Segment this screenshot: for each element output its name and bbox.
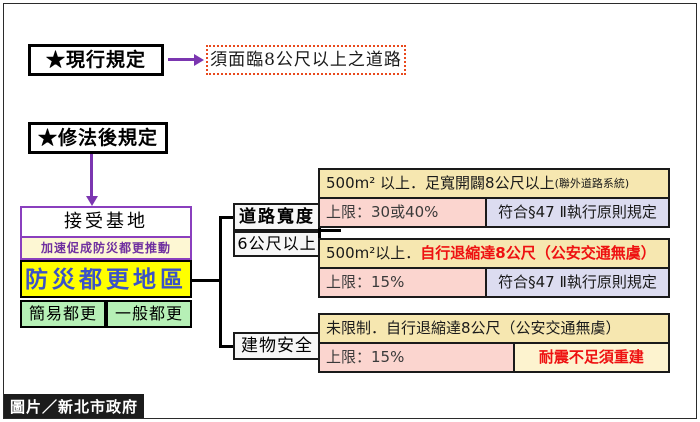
info-group-2-rule-text: 符合§47 Ⅱ執行原則規定 [498,273,657,291]
disaster-renewal-zone: 防災都更地區 [20,260,192,298]
info-group-1-top-paren: (聯外道路系統) [554,177,630,190]
arrow-current-rule [194,53,204,66]
info-group-2-bottom-row: 上限：15% 符合§47 Ⅱ執行原則規定 [320,269,668,296]
info-group-1-bottom-row: 上限：30或40% 符合§47 Ⅱ執行原則規定 [320,199,668,226]
info-group-3-rebuild: 耐震不足須重建 [514,344,668,371]
receiving-site-note: 加速促成防災都更推動 [20,238,192,260]
info-group-2-rule: 符合§47 Ⅱ執行原則規定 [487,269,668,296]
info-group-3-top-cell: 未限制．自行退縮達8公尺（公安交通無虞） [320,315,668,342]
receiving-site-title: 接受基地 [20,206,192,238]
info-group-1-top-cell: 500m² 以上．足寬開闢8公尺以上(聯外道路系統) [320,170,668,197]
info-group-3-bottom-row: 上限：15% 耐震不足須重建 [320,344,668,371]
tree-spine [219,216,222,348]
info-group-1-limit: 上限：30或40% [320,199,488,226]
current-rule-header: ★現行規定 [28,44,164,76]
criteria-value-road-width-text: 6公尺以上 [237,234,317,253]
criteria-label-building-safety-text: 建物安全 [241,335,313,356]
criteria-value-road-width: 6公尺以上 [233,231,321,257]
connector-road-split [318,196,321,264]
criteria-label-road-width-text: 道路寬度 [239,206,315,227]
info-group-1-top-text: 500m² 以上．足寬開闢8公尺以上 [326,174,555,192]
connector-road-to-info [321,229,341,232]
connector-amended-rule [90,154,93,200]
info-group-2-limit: 上限：15% [320,269,488,296]
info-group-2-top-highlight: 自行退縮達8公尺（公安交通無虞） [420,244,656,262]
current-rule-detail-label: 須面臨8公尺以上之道路 [210,49,402,70]
info-group-2-limit-text: 上限：15% [326,273,405,291]
tree-stub-from-zone [192,279,222,282]
info-group-3-top-text: 未限制．自行退縮達8公尺（公安交通無虞） [326,319,621,337]
info-group-3-rebuild-text: 耐震不足須重建 [538,348,644,366]
receiving-site-title-label: 接受基地 [64,211,148,232]
image-credit: 圖片／新北市政府 [4,394,145,418]
renewal-option-simple-label: 簡易都更 [28,304,97,323]
renewal-option-simple: 簡易都更 [20,300,106,328]
info-group-2-top-text: 500m²以上． [326,244,421,262]
image-credit-label: 圖片／新北市政府 [10,397,139,416]
current-rule-header-label: ★現行規定 [45,48,146,71]
criteria-label-building-safety: 建物安全 [233,332,321,360]
amended-rule-header-label: ★修法後規定 [37,126,158,149]
info-group-building-safety: 未限制．自行退縮達8公尺（公安交通無虞） 上限：15% 耐震不足須重建 [318,313,670,373]
renewal-option-general-label: 一般都更 [114,304,183,323]
disaster-renewal-zone-label: 防災都更地區 [25,265,187,293]
info-group-1-rule-text: 符合§47 Ⅱ執行原則規定 [498,203,657,221]
info-group-1-limit-text: 上限：30或40% [326,203,439,221]
info-group-1-top-row: 500m² 以上．足寬開闢8公尺以上(聯外道路系統) [320,170,668,199]
criteria-label-road-width: 道路寬度 [233,203,321,231]
info-group-3-limit: 上限：15% [320,344,515,371]
tree-branch-road [219,216,235,219]
receiving-site-note-label: 加速促成防災都更推動 [40,241,171,255]
info-group-road-width-setback: 500m²以上．自行退縮達8公尺（公安交通無虞） 上限：15% 符合§47 Ⅱ執… [318,238,670,298]
arrow-amended-rule [85,196,98,206]
connector-current-rule [168,58,196,61]
info-group-2-top-row: 500m²以上．自行退縮達8公尺（公安交通無虞） [320,240,668,269]
current-rule-detail: 須面臨8公尺以上之道路 [206,45,406,75]
amended-rule-header: ★修法後規定 [28,122,168,154]
info-group-2-top-cell: 500m²以上．自行退縮達8公尺（公安交通無虞） [320,240,668,267]
info-group-road-width-large: 500m² 以上．足寬開闢8公尺以上(聯外道路系統) 上限：30或40% 符合§… [318,168,670,228]
info-group-1-rule: 符合§47 Ⅱ執行原則規定 [487,199,668,226]
renewal-option-general: 一般都更 [106,300,192,328]
tree-branch-building [219,345,235,348]
info-group-3-top-row: 未限制．自行退縮達8公尺（公安交通無虞） [320,315,668,344]
info-group-3-limit-text: 上限：15% [326,348,405,366]
